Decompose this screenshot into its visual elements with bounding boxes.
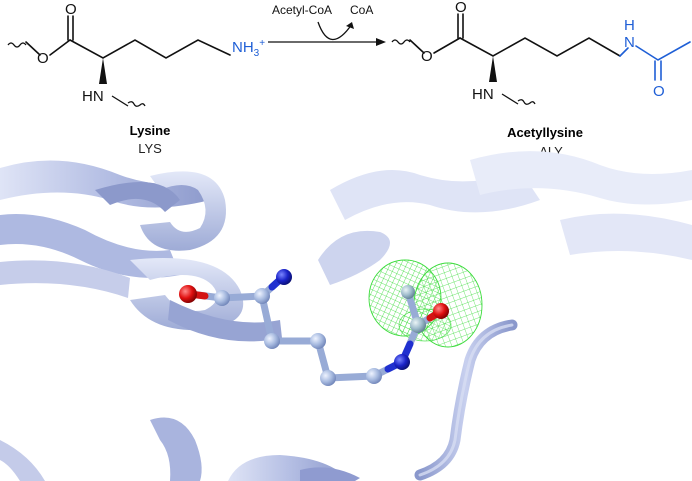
alpha-helix-left [0, 160, 282, 342]
aly-bond-amide [635, 41, 691, 61]
atom-alpha-carbon [254, 288, 270, 304]
lysine-name: Lysine [130, 123, 171, 138]
aly-acetyl-carbonyl [654, 60, 662, 81]
curved-arrow-head [346, 22, 354, 29]
ribbon-bottom-middle-3 [300, 467, 360, 481]
product-coa: CoA [350, 3, 373, 17]
aly-amide-n: N [624, 34, 635, 51]
ribbon-bottom-middle-1 [150, 417, 202, 481]
lys-bond-o-c [49, 39, 71, 56]
lys-ammonium-n: NH3+ [232, 38, 265, 59]
aly-wedge-bond [489, 56, 497, 82]
lys-bond-chain [25, 41, 41, 56]
lys-carbonyl-oxygen: O [65, 1, 77, 18]
aly-amide-h: H [624, 17, 635, 34]
atom-epsilon-carbon [366, 368, 382, 384]
lys-wedge-bond [99, 58, 107, 84]
lysine-structure: O O HN NH3+ Lysine LYS [7, 1, 265, 156]
aly-bond-chain [409, 39, 425, 54]
atom-acetyl-carbon [410, 317, 426, 333]
atom-gamma-carbon [310, 333, 326, 349]
helix-ribbon-front-1 [140, 171, 226, 251]
aly-amine-wavy [501, 93, 536, 105]
reagent-acetyl-coa: Acetyl-CoA [272, 3, 332, 17]
coil-tube-highlight [418, 323, 514, 477]
atom-acetyl-methyl [401, 285, 415, 299]
aly-carbonyl-oxygen: O [455, 0, 467, 16]
helix-right-sheet-2 [470, 151, 692, 205]
helix-right-sheet-3 [560, 213, 692, 260]
aly-backbone-wavy-left [391, 39, 411, 45]
aly-bond-n-c [619, 47, 629, 57]
protein-structure-render [0, 151, 692, 481]
atom-backbone-oxygen [179, 285, 197, 303]
reaction-arrowhead [376, 38, 386, 46]
aly-acetyl-group: H N O [619, 17, 691, 100]
atom-beta-carbon [264, 333, 280, 349]
atom-backbone-nitrogen [276, 269, 292, 285]
helix-ribbon-front-2 [95, 182, 180, 212]
ribbon-bottom-left [0, 440, 45, 481]
aly-acetyl-oxygen: O [653, 83, 665, 100]
reaction-arrow: Acetyl-CoA CoA [268, 3, 386, 46]
coil-tube-right [414, 319, 518, 481]
lys-ammonium-group: NH3+ [232, 38, 265, 59]
atom-delta-carbon [320, 370, 336, 386]
helix-ribbon-lower [168, 300, 282, 342]
electron-density-mesh [368, 259, 483, 348]
reaction-scheme: O O HN NH3+ Lysine LYS Acetyl-CoA CoA [7, 0, 691, 170]
aly-ester-oxygen: O [421, 48, 433, 65]
lys-amine-wavy [111, 95, 146, 107]
helix-ribbon-edge [0, 260, 130, 298]
helix-ribbon-front-3 [130, 258, 244, 331]
aly-carbonyl-bond [457, 13, 464, 39]
atom-zeta-nitrogen [394, 354, 410, 370]
aly-alpha-amine: HN [472, 86, 494, 103]
alpha-helix-right [318, 151, 692, 285]
atom-acetyl-oxygen [433, 303, 449, 319]
ball-and-stick-residue [179, 269, 449, 386]
lys-bond-ca [69, 39, 231, 59]
helix-right-curl [318, 230, 390, 285]
backbone-wavy-left [7, 42, 27, 48]
aly-bond-o-c [433, 37, 461, 54]
atom-carbonyl-carbon [214, 290, 230, 306]
lys-alpha-amine: HN [82, 88, 104, 105]
lys-carbonyl-bond [67, 15, 74, 41]
acetyllysine-structure: O O HN H N O Acetyllysine ALY [391, 0, 691, 170]
acetyllysine-name: Acetyllysine [507, 125, 583, 140]
aly-bond-ca [459, 37, 621, 57]
lysine-code: LYS [138, 141, 162, 156]
lys-ester-oxygen: O [37, 50, 49, 67]
curved-arrow-icon [317, 21, 353, 41]
